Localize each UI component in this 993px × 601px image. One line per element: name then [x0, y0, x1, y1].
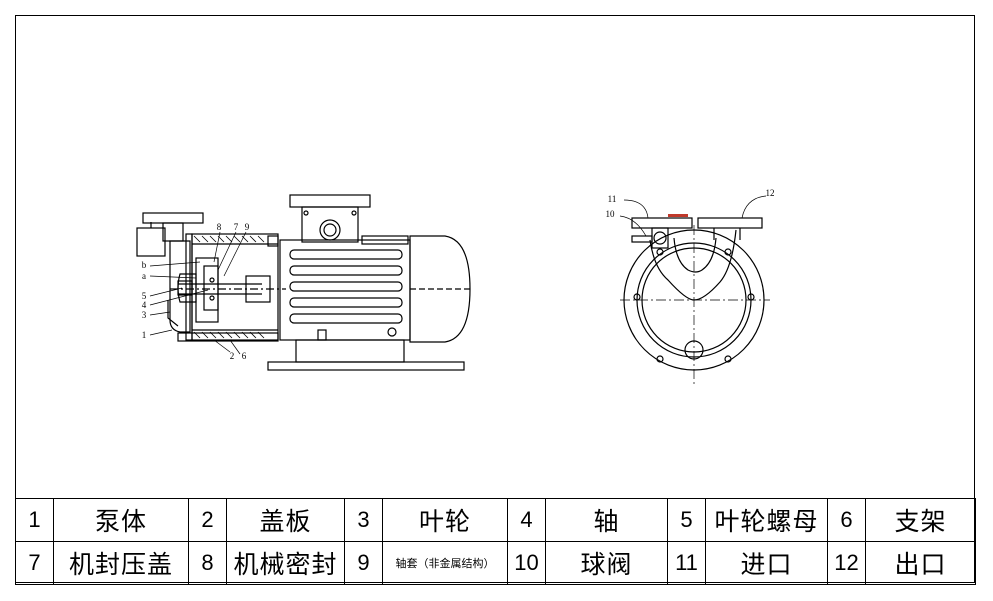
callout-3: 3 — [142, 310, 147, 320]
part-name: 进口 — [705, 541, 828, 585]
part-number: 11 — [667, 541, 706, 585]
part-name: 叶轮螺母 — [705, 498, 828, 542]
part-number: 2 — [188, 498, 227, 542]
part-number: 9 — [344, 541, 383, 585]
callout-12: 12 — [766, 188, 775, 198]
callout-5: 5 — [142, 291, 147, 301]
parts-table: 1 泵体 2 盖板 3 叶轮 4 轴 5 叶轮螺母 6 支架 7 机封压盖 8 … — [15, 498, 976, 585]
parts-row-1: 1 泵体 2 盖板 3 叶轮 4 轴 5 叶轮螺母 6 支架 — [15, 498, 976, 542]
part-name: 球阀 — [545, 541, 668, 585]
part-number: 10 — [507, 541, 546, 585]
callout-8: 8 — [217, 222, 222, 232]
part-name: 盖板 — [226, 498, 345, 542]
pump-front-view — [620, 217, 770, 385]
left-callout-leaders — [149, 231, 247, 355]
part-name: 出口 — [865, 541, 976, 585]
part-name: 机械密封 — [226, 541, 345, 585]
part-name: 叶轮 — [382, 498, 508, 542]
part-name: 泵体 — [53, 498, 189, 542]
part-number: 1 — [15, 498, 54, 542]
callout-b: b — [142, 260, 147, 270]
part-name: 轴套（非金属结构） — [382, 541, 508, 585]
right-callout-leaders — [619, 195, 767, 237]
red-marker — [668, 214, 688, 217]
callout-1: 1 — [142, 330, 147, 340]
callout-2: 2 — [230, 351, 235, 361]
part-name: 支架 — [865, 498, 976, 542]
parts-row-2: 7 机封压盖 8 机械密封 9 轴套（非金属结构） 10 球阀 11 进口 12… — [15, 541, 976, 585]
part-number: 8 — [188, 541, 227, 585]
callout-4: 4 — [142, 300, 147, 310]
part-number: 3 — [344, 498, 383, 542]
callout-9: 9 — [245, 222, 250, 232]
callout-11: 11 — [608, 194, 617, 204]
part-name: 轴 — [545, 498, 668, 542]
callout-6: 6 — [242, 351, 247, 361]
callout-a: a — [142, 271, 146, 281]
part-number: 7 — [15, 541, 54, 585]
callout-7: 7 — [234, 222, 239, 232]
part-number: 4 — [507, 498, 546, 542]
callout-10: 10 — [606, 209, 616, 219]
pump-side-view — [136, 194, 471, 371]
part-number: 6 — [827, 498, 866, 542]
part-name: 机封压盖 — [53, 541, 189, 585]
part-number: 12 — [827, 541, 866, 585]
part-number: 5 — [667, 498, 706, 542]
